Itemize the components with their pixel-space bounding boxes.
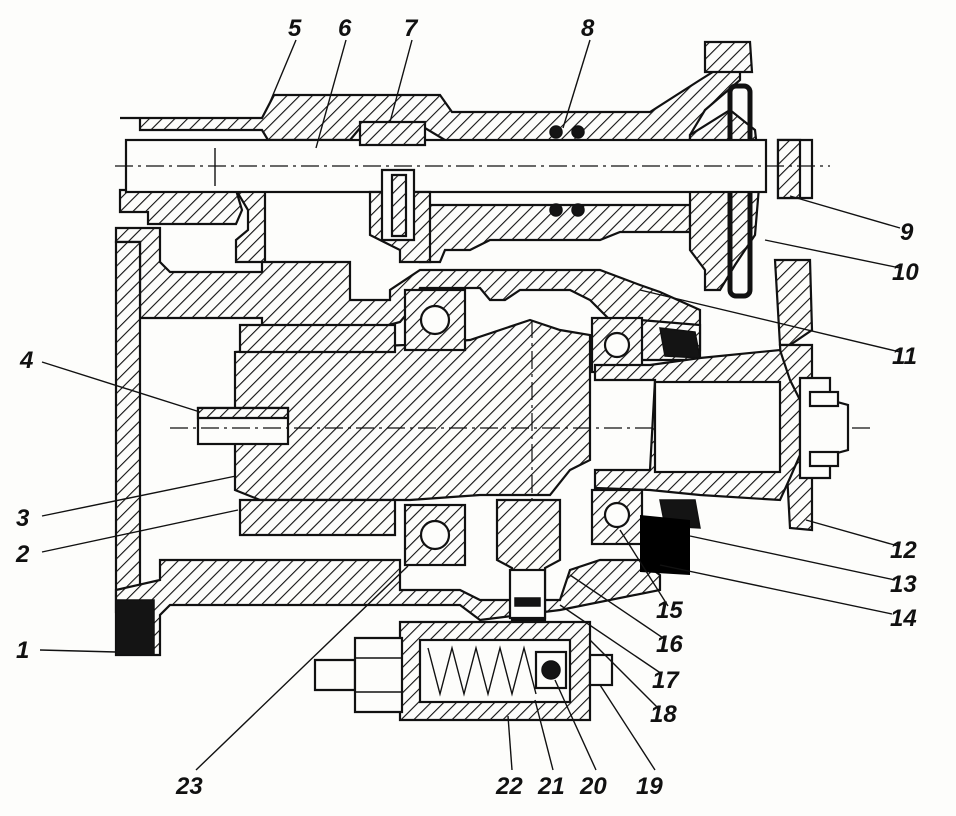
seal-rings-8 <box>549 125 585 217</box>
leader-lines <box>39 39 901 771</box>
valve-assembly <box>313 498 614 722</box>
callout-13: 13 <box>890 571 917 598</box>
callout-14: 14 <box>890 605 917 632</box>
bearing-upper-right <box>590 316 644 374</box>
callout-3: 3 <box>16 505 30 532</box>
callout-22: 22 <box>495 773 523 800</box>
callout-7: 7 <box>404 15 419 42</box>
bearing-upper-left <box>403 288 467 352</box>
callout-9: 9 <box>900 219 914 246</box>
output-flange-12 <box>593 348 850 502</box>
bearing-23 <box>403 503 467 567</box>
callout-20: 20 <box>579 773 607 800</box>
main-shaft-3 <box>170 318 870 537</box>
callout-5: 5 <box>288 15 302 42</box>
callout-23: 23 <box>175 773 203 800</box>
callout-21: 21 <box>537 773 565 800</box>
callout-16: 16 <box>656 631 683 658</box>
callout-11: 11 <box>892 343 917 370</box>
callout-12: 12 <box>890 537 917 564</box>
callout-15: 15 <box>656 597 683 624</box>
callout-19: 19 <box>636 773 663 800</box>
callout-10: 10 <box>892 259 919 286</box>
seal-13 <box>640 327 701 575</box>
shaft-6 <box>115 138 830 194</box>
bearing-15 <box>590 488 644 546</box>
callout-8: 8 <box>581 15 595 42</box>
fork-7 <box>358 120 432 264</box>
callout-17: 17 <box>652 667 680 694</box>
callout-4: 4 <box>19 347 33 374</box>
callout-1: 1 <box>16 637 29 664</box>
callout-2: 2 <box>15 541 30 568</box>
callout-6: 6 <box>338 15 352 42</box>
callout-labels: 5 6 7 8 9 10 11 12 13 14 15 16 17 18 19 … <box>15 15 919 800</box>
callout-18: 18 <box>650 701 677 728</box>
